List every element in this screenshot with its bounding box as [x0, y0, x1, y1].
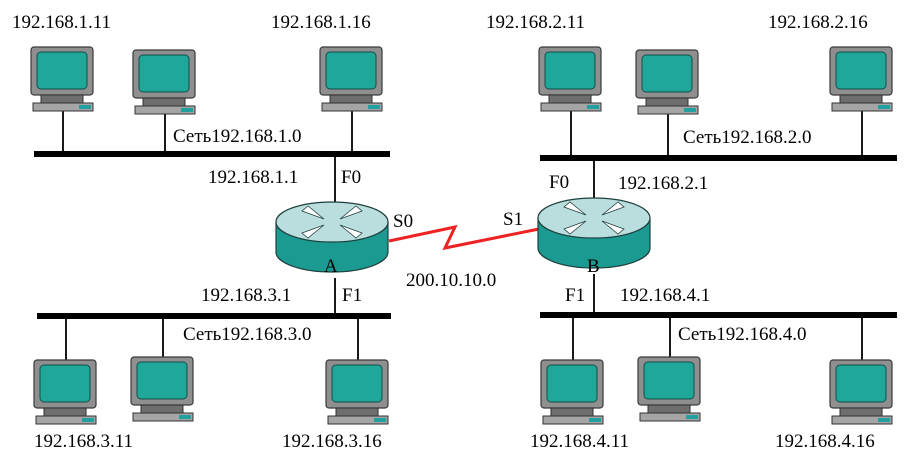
port-label-s0: S0 — [393, 211, 413, 232]
computer-icon[interactable] — [30, 46, 94, 112]
pc-ip-label: 192.168.4.11 — [530, 431, 629, 452]
interface-ip-f0: 192.168.1.1 — [208, 167, 298, 188]
computer-icon[interactable] — [829, 46, 893, 112]
port-label-s1: S1 — [503, 209, 523, 230]
network-3: 192.168.3.11 192.168.3.16 Сеть192.168.3.… — [33, 278, 391, 452]
port-label-f1: F1 — [565, 285, 585, 306]
router-name: A — [324, 256, 338, 277]
lan-bus — [540, 155, 897, 161]
computer-icon[interactable] — [540, 359, 604, 425]
computer-icon[interactable] — [829, 359, 893, 425]
port-label-f1: F1 — [342, 285, 362, 306]
router-a[interactable]: A F0 192.168.1.1 S0 F1 192.168.3.1 — [201, 167, 413, 306]
computer-icon[interactable] — [130, 356, 194, 422]
network-2: 192.168.2.11 192.168.2.16 Сеть192.168.2.… — [486, 12, 897, 205]
network-label: Сеть192.168.3.0 — [183, 324, 312, 345]
router-name: B — [587, 256, 600, 277]
computer-icon[interactable] — [319, 46, 383, 112]
pc-ip-label: 192.168.1.11 — [12, 12, 111, 33]
serial-link[interactable] — [388, 224, 540, 251]
network-4: 192.168.4.11 192.168.4.16 Сеть192.168.4.… — [530, 274, 897, 452]
pc-ip-label: 192.168.1.16 — [271, 12, 371, 33]
port-label-f0: F0 — [549, 172, 569, 193]
lan-bus — [540, 312, 897, 318]
pc-ip-label: 192.168.3.16 — [282, 431, 382, 452]
computer-icon[interactable] — [538, 46, 602, 112]
computer-icon[interactable] — [33, 359, 97, 425]
lan-bus — [37, 313, 391, 319]
lan-bus — [34, 151, 390, 157]
pc-ip-label: 192.168.2.16 — [768, 12, 868, 33]
interface-ip-f1: 192.168.4.1 — [620, 285, 710, 306]
computer-icon[interactable] — [637, 356, 701, 422]
network-label: Сеть192.168.1.0 — [173, 126, 302, 147]
computer-icon[interactable] — [635, 49, 699, 115]
computer-icon[interactable] — [325, 359, 389, 425]
pc-ip-label: 192.168.2.11 — [486, 12, 585, 33]
pc-ip-label: 192.168.4.16 — [775, 431, 875, 452]
pc-ip-label: 192.168.3.11 — [34, 431, 133, 452]
interface-ip-f0: 192.168.2.1 — [618, 173, 708, 194]
network-1: 192.168.1.11 192.168.1.16 Сеть192.168.1.… — [12, 12, 390, 210]
computer-icon[interactable] — [132, 49, 196, 115]
router-b[interactable]: B F0 192.168.2.1 S1 F1 192.168.4.1 — [503, 172, 710, 306]
port-label-f0: F0 — [341, 167, 361, 188]
network-label: Сеть192.168.2.0 — [683, 127, 812, 148]
serial-network-label: 200.10.10.0 — [406, 270, 496, 291]
interface-ip-f1: 192.168.3.1 — [201, 285, 291, 306]
network-label: Сеть192.168.4.0 — [678, 324, 807, 345]
